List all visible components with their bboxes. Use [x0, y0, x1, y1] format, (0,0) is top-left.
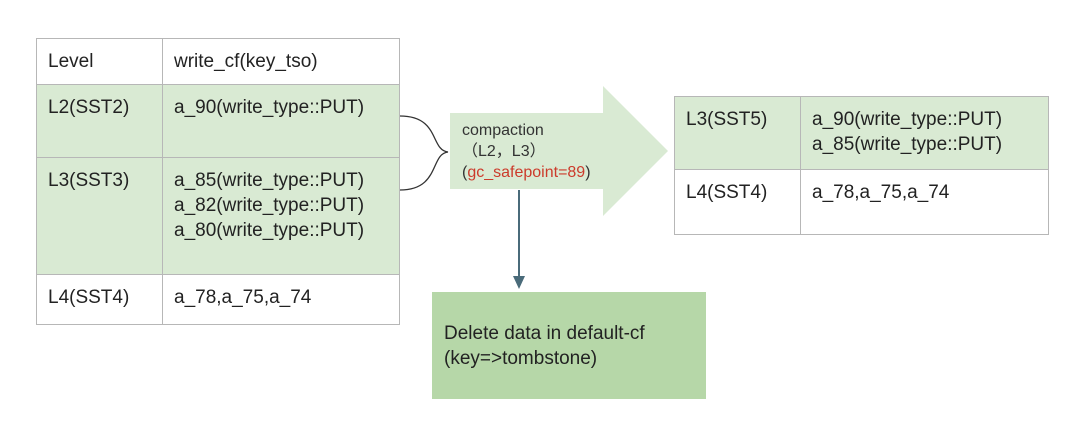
compaction-title: compaction — [462, 122, 544, 139]
header-write-cf: write_cf(key_tso) — [162, 38, 400, 85]
level-cell: L4(SST4) — [674, 169, 801, 235]
compaction-levels: （L2，L3） — [462, 143, 546, 160]
delete-box-line2: (key=>tombstone) — [444, 348, 598, 369]
value-cell: a_85(write_type::PUT) a_82(write_type::P… — [162, 157, 400, 275]
right-row-l4: L4(SST4) a_78,a_75,a_74 — [674, 169, 1049, 235]
delete-data-box: Delete data in default-cf (key=>tombston… — [432, 292, 706, 399]
level-cell: L3(SST5) — [674, 96, 801, 170]
value-cell: a_78,a_75,a_74 — [800, 169, 1049, 235]
level-cell: L3(SST3) — [36, 157, 163, 275]
brace-icon — [399, 115, 449, 191]
left-table-header-row: Level write_cf(key_tso) — [36, 38, 400, 85]
down-arrow-head-icon — [513, 276, 525, 289]
paren-close: ) — [585, 164, 591, 181]
compaction-arrow-shape — [450, 86, 668, 216]
right-level-table: L3(SST5) a_90(write_type::PUT) a_85(writ… — [674, 96, 1049, 235]
compaction-label: compaction （L2，L3） (gc_safepoint=89) — [462, 120, 591, 183]
left-level-table: Level write_cf(key_tso) L2(SST2) a_90(wr… — [36, 38, 400, 325]
level-cell: L4(SST4) — [36, 274, 163, 325]
value-cell: a_90(write_type::PUT) — [162, 84, 400, 158]
gc-safepoint-text: gc_safepoint=89 — [467, 164, 586, 181]
value-cell: a_90(write_type::PUT) a_85(write_type::P… — [800, 96, 1049, 170]
left-row-l3: L3(SST3) a_85(write_type::PUT) a_82(writ… — [36, 157, 400, 275]
paren-open: ( — [462, 164, 468, 181]
value-cell: a_78,a_75,a_74 — [162, 274, 400, 325]
delete-box-line1: Delete data in default-cf — [444, 323, 645, 344]
left-row-l4: L4(SST4) a_78,a_75,a_74 — [36, 274, 400, 325]
right-row-l3: L3(SST5) a_90(write_type::PUT) a_85(writ… — [674, 96, 1049, 170]
compaction-safepoint: (gc_safepoint=89) — [462, 162, 591, 183]
left-row-l2: L2(SST2) a_90(write_type::PUT) — [36, 84, 400, 158]
level-cell: L2(SST2) — [36, 84, 163, 158]
header-level: Level — [36, 38, 163, 85]
